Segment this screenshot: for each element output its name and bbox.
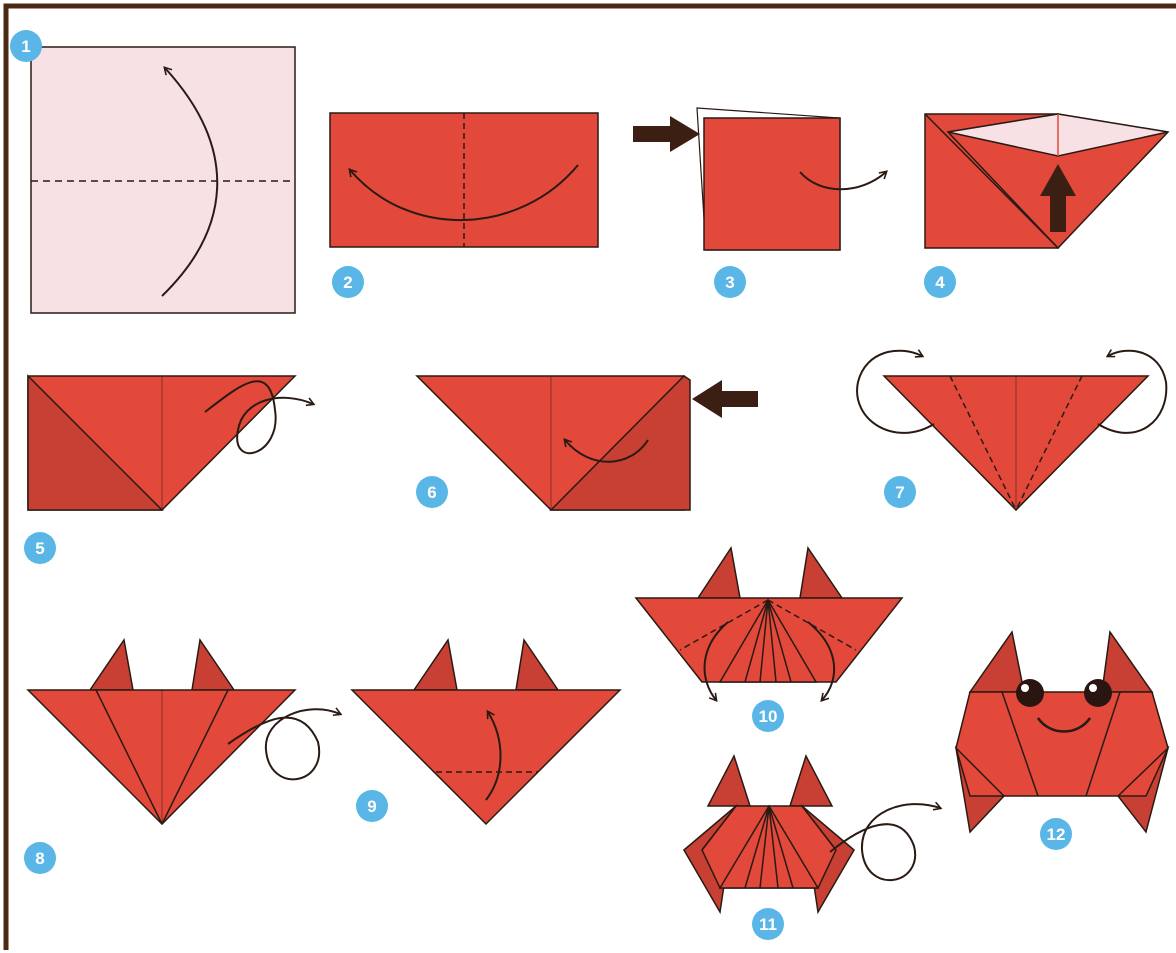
turn-over-loop-arrow: [227, 707, 343, 781]
step-1-badge: 1: [10, 30, 42, 62]
step-5-badge: 5: [24, 532, 56, 564]
fold-arrow: [563, 437, 649, 463]
step-8-badge: 8: [24, 842, 56, 874]
step-5-diagram: [27, 374, 316, 511]
frame-border: [3, 3, 1176, 950]
fold-back-arrow-right: [1097, 349, 1168, 434]
push-arrow-icon: [692, 380, 758, 418]
step-number: 3: [725, 273, 734, 292]
step-7-badge: 7: [884, 476, 916, 508]
step-6-badge: 6: [416, 476, 448, 508]
step-7-diagram: [856, 349, 1168, 512]
crab-eye-left: [1016, 679, 1044, 707]
step-number: 10: [759, 707, 778, 726]
step-number: 7: [895, 483, 904, 502]
step-9-diagram: [350, 638, 622, 826]
step-number: 6: [427, 483, 436, 502]
step-10-badge: 10: [752, 700, 784, 732]
step-9-badge: 9: [356, 790, 388, 822]
crab-smile: [1036, 717, 1092, 733]
fold-back-arrow-left: [856, 349, 935, 434]
fold-down-arrow-left: [703, 621, 729, 703]
crab-eye-right: [1084, 679, 1112, 707]
step-8-diagram: [26, 638, 343, 826]
step-number: 12: [1047, 825, 1066, 844]
fold-down-arrow-right: [807, 621, 836, 702]
fold-arrow: [348, 164, 579, 221]
turn-over-loop-arrow: [204, 380, 316, 455]
step-11-badge: 11: [752, 908, 784, 940]
fold-arrow: [161, 66, 219, 297]
step-4-diagram: [924, 113, 1170, 250]
step-12-badge: 12: [1040, 818, 1072, 850]
step-3-diagram: [633, 107, 888, 251]
turn-over-loop-arrow: [829, 801, 943, 882]
step-1-diagram: [30, 46, 296, 314]
push-arrow-icon: [633, 116, 700, 152]
step-number: 1: [21, 37, 30, 56]
turn-over-arrow: [799, 170, 888, 191]
step-3-badge: 3: [714, 266, 746, 298]
step-number: 11: [759, 915, 777, 934]
step-4-badge: 4: [924, 266, 956, 298]
step-12-crab: [954, 629, 1170, 834]
fold-arrow: [485, 709, 502, 801]
step-number: 8: [35, 849, 44, 868]
step-number: 4: [935, 273, 945, 292]
step-10-diagram: [634, 546, 904, 703]
step-11-diagram: [683, 754, 943, 915]
step-number: 9: [367, 797, 376, 816]
step-6-diagram: [415, 375, 758, 511]
step-number: 5: [35, 539, 44, 558]
up-arrow-icon: [1040, 164, 1076, 232]
step-2-badge: 2: [332, 266, 364, 298]
step-2-diagram: [329, 112, 599, 248]
step-number: 2: [343, 273, 352, 292]
